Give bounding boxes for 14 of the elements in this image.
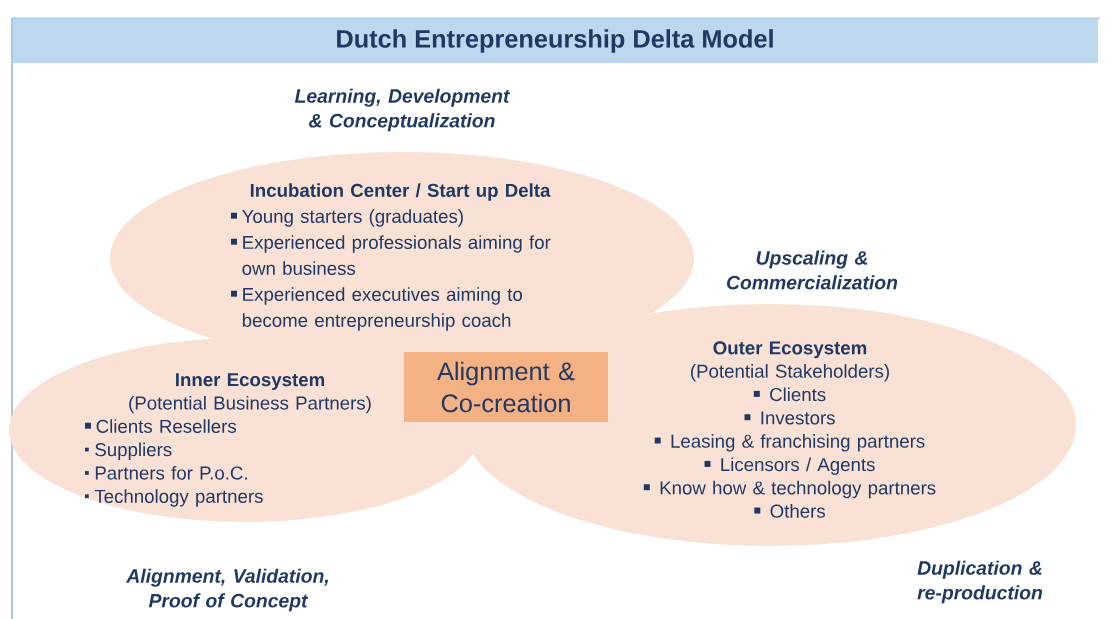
node-label: Clients Resellers — [96, 419, 237, 433]
node-label: (Potential Business Partners) — [129, 395, 371, 414]
node-label: Suppliers — [95, 442, 172, 460]
phase-label: Alignment, Validation, Proof of Concept — [125, 568, 329, 612]
node-label: Technology partners — [94, 489, 263, 507]
node-label: Inner Ecosystem — [176, 373, 325, 390]
title-band: Dutch Entrepreneurship Delta Model — [13, 19, 1098, 63]
node-label: Partners for P.o.C. — [95, 465, 247, 480]
phase-label: Learning, Development & Conceptualization — [294, 88, 511, 132]
node-label: Young starters (graduates) — [242, 209, 463, 227]
phase-label: Upscaling & Commercialization — [727, 250, 898, 290]
node-label: Incubation Center / Start up Delta — [250, 183, 551, 201]
center-box: Alignment & Co-creation — [404, 352, 608, 422]
node-label: Experienced professionals aiming for own business — [242, 235, 551, 275]
